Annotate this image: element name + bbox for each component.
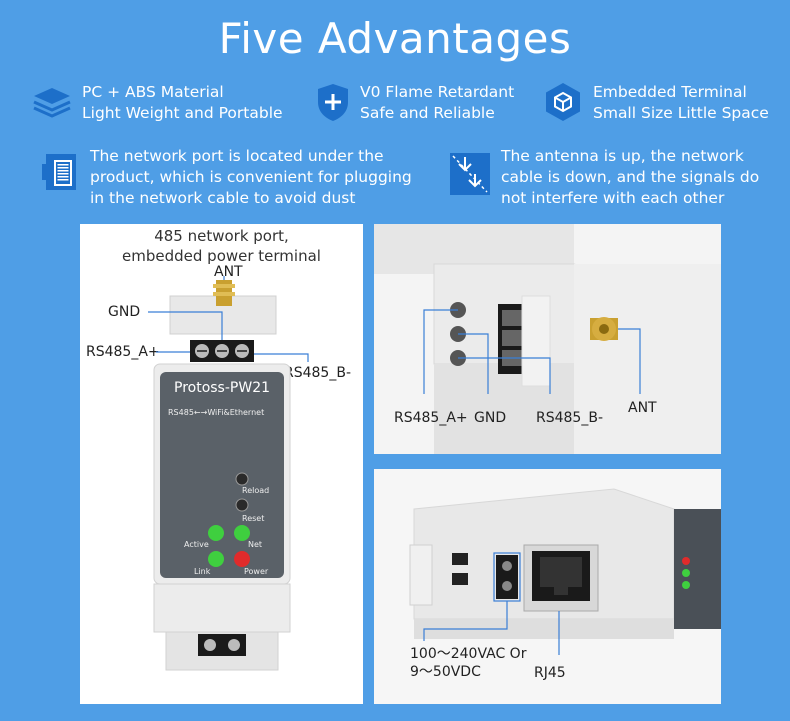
bottom-view-panel: 100～240VAC Or 9～50VDC RJ45 bbox=[374, 469, 721, 704]
feature-material: PC + ABS Material Light Weight and Porta… bbox=[32, 82, 283, 124]
top-rs485a-label: RS485_A+ bbox=[394, 410, 468, 426]
feature-terminal-line2: Small Size Little Space bbox=[593, 104, 769, 122]
top-rs485b-label: RS485_B- bbox=[536, 410, 603, 426]
rs485a-label: RS485_A+ bbox=[86, 344, 160, 360]
feature-network-port-line1: The network port is located under the bbox=[90, 147, 384, 165]
feature-material-line1: PC + ABS Material bbox=[82, 83, 224, 101]
feature-antenna-line2: cable is down, and the signals do bbox=[501, 168, 760, 186]
feature-antenna-line3: not interfere with each other bbox=[501, 189, 725, 207]
power-input-line2: 9～50VDC bbox=[410, 664, 481, 680]
top-ant-label: ANT bbox=[628, 400, 657, 416]
link-label: Link bbox=[194, 567, 211, 576]
antenna-signal-icon bbox=[450, 153, 490, 195]
feature-flame: V0 Flame Retardant Safe and Reliable bbox=[316, 82, 514, 124]
front-device-drawing bbox=[148, 276, 309, 671]
bottom-device-drawing bbox=[374, 469, 721, 704]
power-label: Power bbox=[244, 567, 269, 576]
feature-flame-line2: Safe and Reliable bbox=[360, 104, 495, 122]
device-model: Protoss-PW21 bbox=[174, 380, 271, 396]
reload-label: Reload bbox=[242, 486, 270, 495]
feature-material-line2: Light Weight and Portable bbox=[82, 104, 283, 122]
network-port-icon bbox=[42, 154, 76, 190]
rs485b-label: RS485_B- bbox=[284, 365, 351, 381]
feature-network-port-line2: product, which is convenient for pluggin… bbox=[90, 168, 412, 186]
front-caption-line2: embedded power terminal bbox=[122, 247, 321, 265]
front-caption: 485 network port, embedded power termina… bbox=[80, 226, 363, 266]
gnd-label: GND bbox=[108, 304, 141, 320]
net-label: Net bbox=[248, 540, 263, 549]
reset-label: Reset bbox=[242, 514, 265, 523]
layers-icon bbox=[33, 88, 71, 118]
feature-flame-line1: V0 Flame Retardant bbox=[360, 83, 515, 101]
front-caption-line1: 485 network port, bbox=[154, 227, 289, 245]
hexagon-cube-icon bbox=[546, 83, 580, 121]
feature-antenna: The antenna is up, the network cable is … bbox=[449, 146, 759, 209]
active-label: Active bbox=[184, 540, 209, 549]
top-gnd-label: GND bbox=[474, 410, 507, 426]
rj45-label: RJ45 bbox=[534, 665, 566, 681]
shield-plus-icon bbox=[318, 84, 348, 121]
power-input-line1: 100～240VAC Or bbox=[410, 646, 527, 662]
feature-terminal: Embedded Terminal Small Size Little Spac… bbox=[543, 82, 769, 124]
feature-network-port: The network port is located under the pr… bbox=[42, 146, 412, 209]
feature-terminal-line1: Embedded Terminal bbox=[593, 83, 747, 101]
page-title: Five Advantages bbox=[218, 14, 572, 63]
device-subtitle: RS485←→WiFi&Ethernet bbox=[168, 408, 265, 417]
power-input-label: 100～240VAC Or 9～50VDC bbox=[410, 645, 526, 681]
feature-antenna-line1: The antenna is up, the network bbox=[501, 147, 744, 165]
top-view-panel: RS485_A+ GND RS485_B- ANT bbox=[374, 224, 721, 454]
front-view-panel: 485 network port, embedded power termina… bbox=[80, 224, 363, 704]
feature-network-port-line3: in the network cable to avoid dust bbox=[90, 189, 356, 207]
top-device-drawing bbox=[374, 224, 721, 454]
ant-label: ANT bbox=[214, 264, 243, 280]
